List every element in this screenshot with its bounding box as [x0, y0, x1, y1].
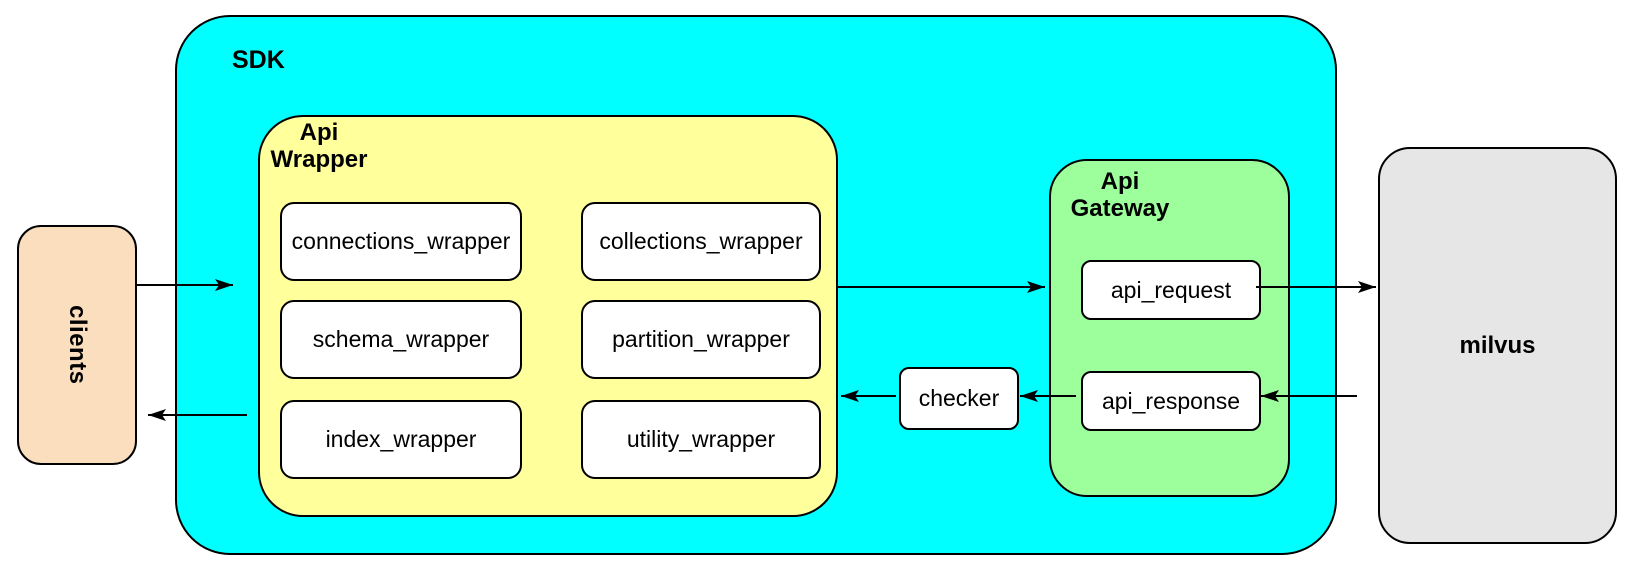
checker-box: checker — [899, 367, 1019, 430]
api-wrapper-label: Api Wrapper — [268, 119, 370, 173]
node-utility-wrapper: utility_wrapper — [581, 400, 821, 479]
sdk-box: SDK Api Wrapper connections_wrapper coll… — [175, 15, 1337, 555]
api-gateway-label-line1: Api — [1100, 168, 1140, 195]
node-index-wrapper: index_wrapper — [280, 400, 522, 479]
api-gateway-label-line2: Gateway — [1070, 195, 1170, 222]
api-gateway-box: Api Gateway api_request api_response — [1049, 159, 1290, 497]
api-wrapper-box: Api Wrapper connections_wrapper collecti… — [258, 115, 838, 517]
api-gateway-label: Api Gateway — [1059, 168, 1181, 222]
clients-box: clients — [17, 225, 137, 465]
node-partition-wrapper: partition_wrapper — [581, 300, 821, 379]
sdk-label: SDK — [232, 46, 285, 74]
milvus-label: milvus — [1459, 331, 1536, 359]
node-api-request: api_request — [1081, 260, 1261, 320]
node-api-response: api_response — [1081, 371, 1261, 431]
clients-label: clients — [64, 305, 91, 385]
api-wrapper-label-line2: Wrapper — [270, 146, 368, 173]
api-wrapper-label-line1: Api — [299, 119, 339, 146]
node-schema-wrapper: schema_wrapper — [280, 300, 522, 379]
milvus-box: milvus — [1378, 147, 1617, 544]
node-connections-wrapper: connections_wrapper — [280, 202, 522, 281]
node-collections-wrapper: collections_wrapper — [581, 202, 821, 281]
